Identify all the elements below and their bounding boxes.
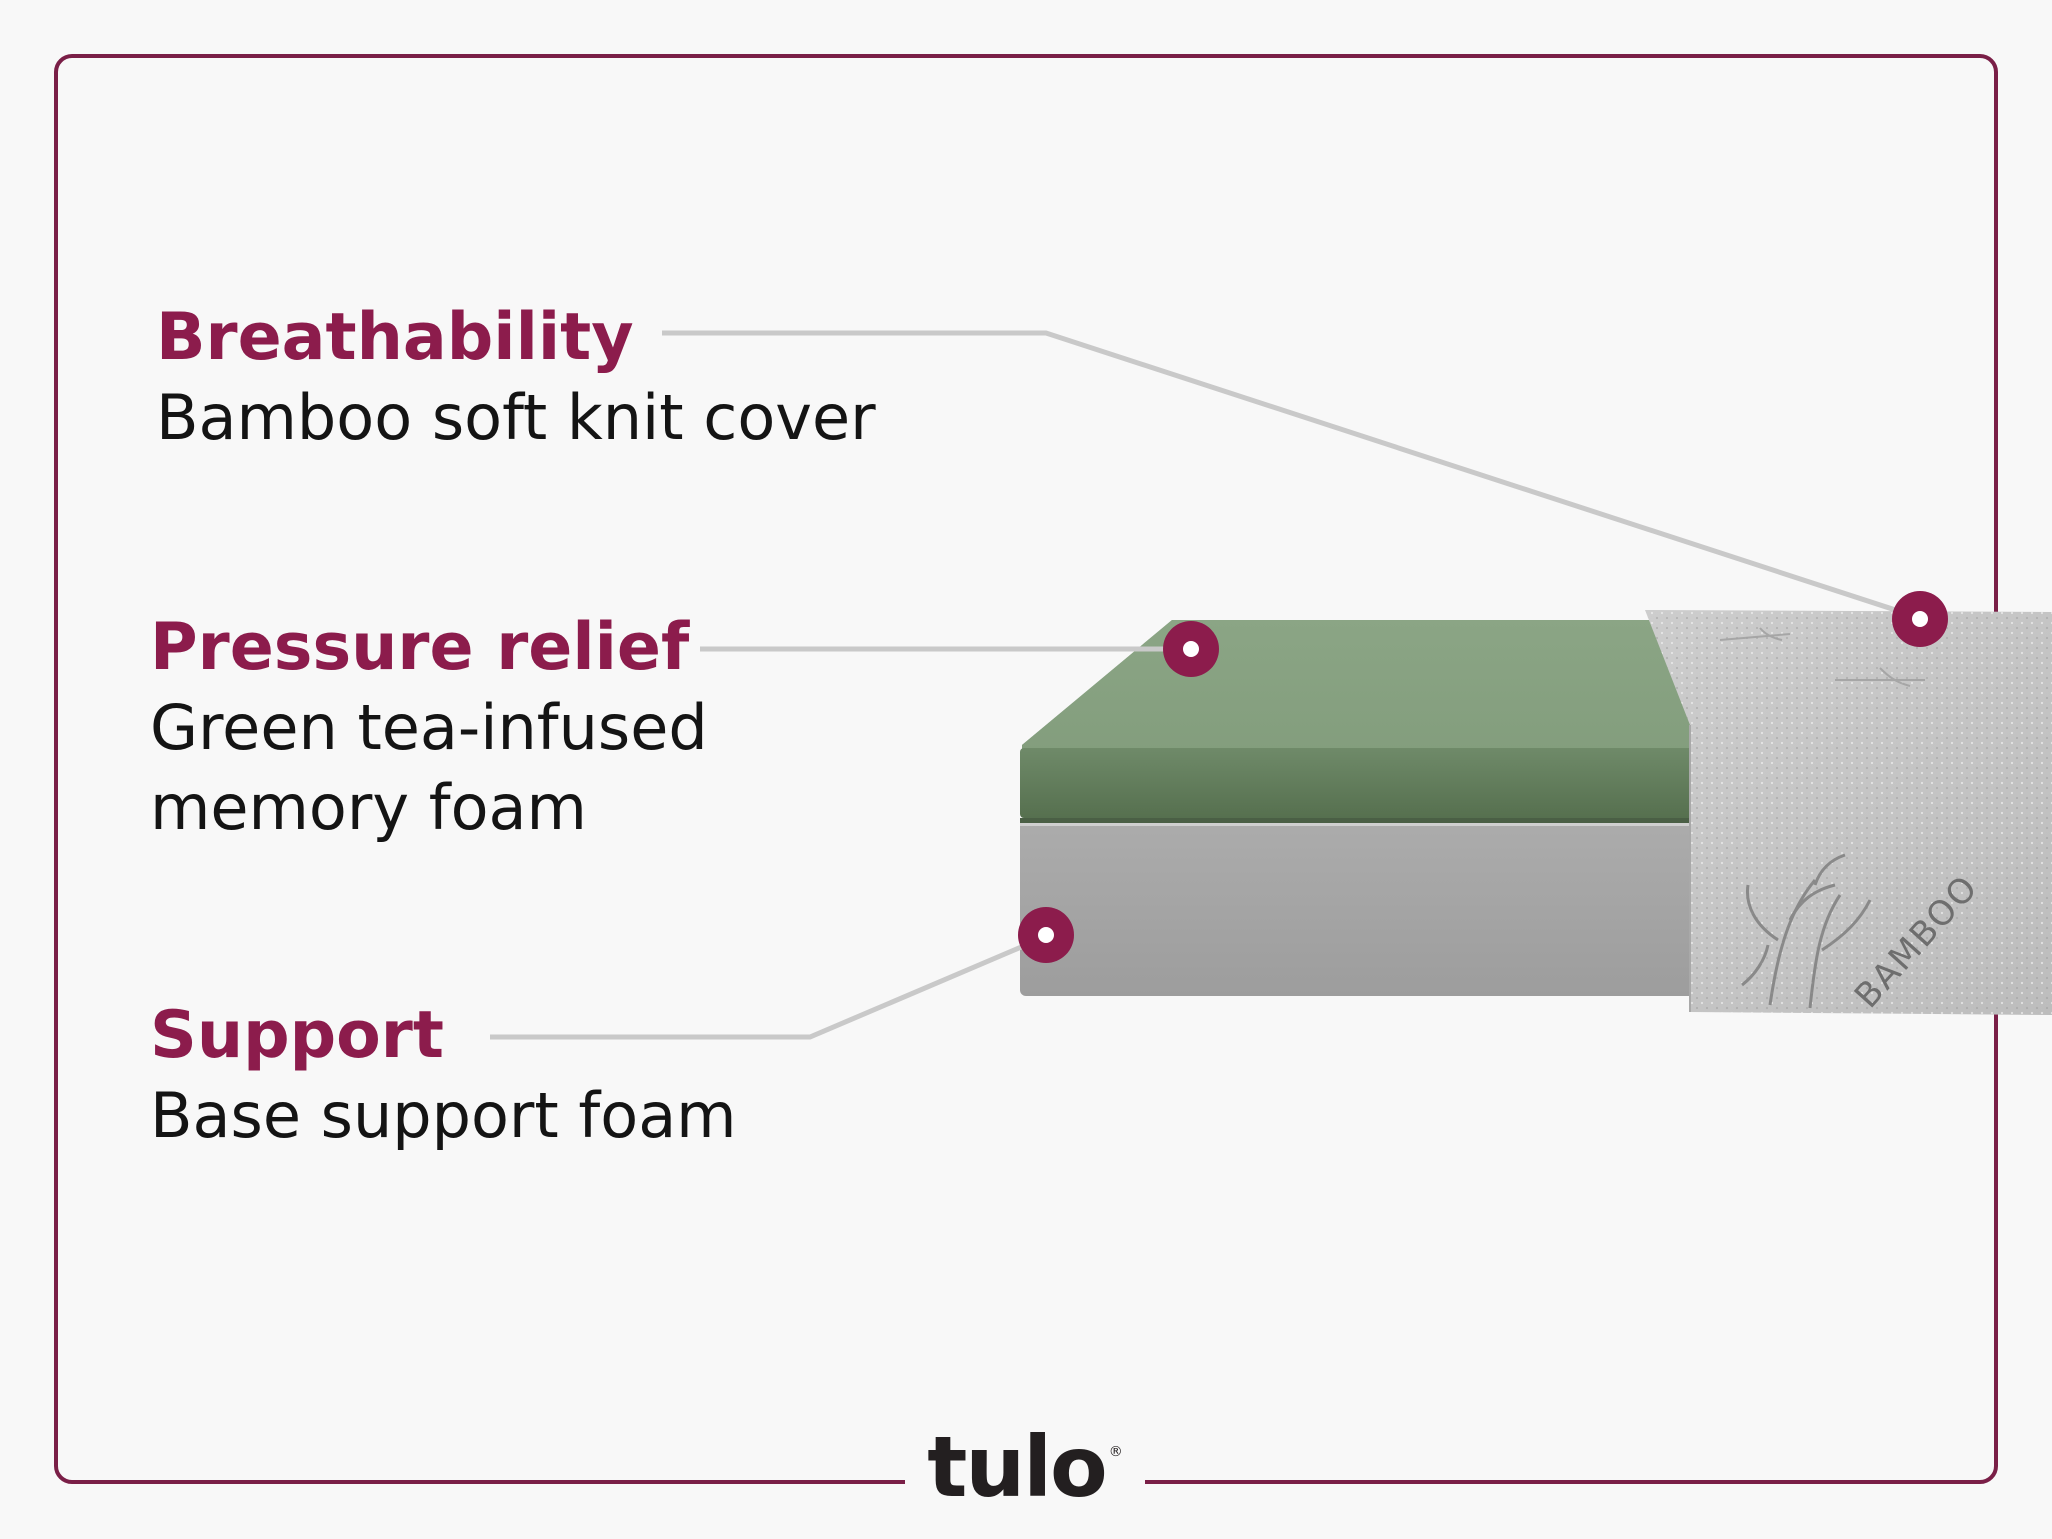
feature-support: Support Base support foam [150, 996, 737, 1156]
feature-title: Support [150, 998, 444, 1073]
registered-mark: ® [1108, 1444, 1123, 1460]
feature-description: Base support foam [150, 1079, 737, 1152]
feature-pressure-relief: Pressure relief Green tea-infused memory… [150, 608, 770, 848]
feature-title: Breathability [156, 300, 634, 375]
feature-description: Bamboo soft knit cover [156, 381, 876, 454]
feature-title: Pressure relief [150, 610, 690, 685]
leader-line-support [490, 942, 1027, 1040]
bamboo-small-icon [1719, 627, 1925, 687]
bamboo-leaf-icon [1741, 853, 1872, 1009]
brand-logo: tulo ® [905, 1424, 1145, 1514]
feature-breathability: Breathability Bamboo soft knit cover [156, 298, 876, 458]
bamboo-knit-cover: BAMBOO [1645, 610, 2052, 1016]
marker-support [1018, 907, 1074, 963]
marker-breathability [1892, 591, 1948, 647]
base-support-foam-layer [1020, 818, 1715, 996]
brand-logo-text: tulo [927, 1418, 1107, 1516]
marker-pressure [1163, 621, 1219, 677]
feature-description: Green tea-infused memory foam [150, 691, 708, 844]
leader-line-breathability [662, 330, 1921, 621]
